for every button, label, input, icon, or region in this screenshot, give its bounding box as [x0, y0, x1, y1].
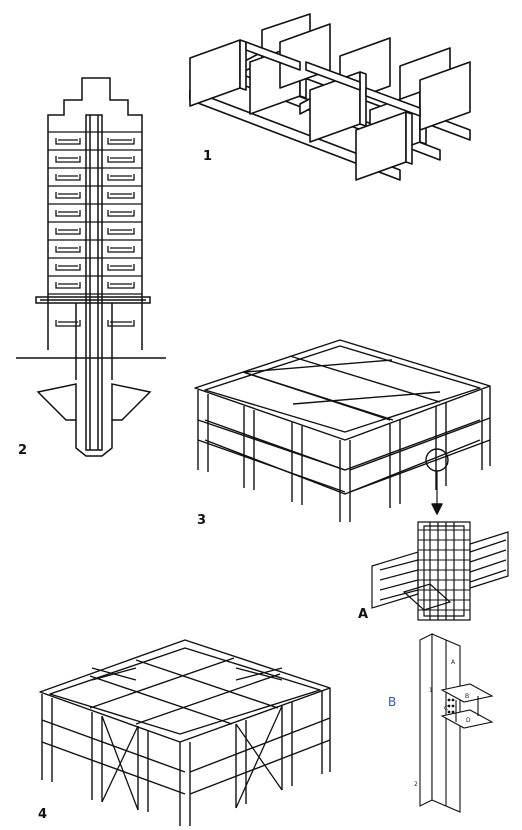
- detail-b-part-2: 2: [414, 781, 418, 788]
- detail-b-part-c: C: [444, 705, 448, 712]
- detail-b-steel-connection: [419, 633, 494, 813]
- figure-4-braced-frame: [39, 639, 331, 826]
- figure-1-cellular-wall-system: [189, 13, 471, 181]
- figure-2-label: 2: [18, 443, 27, 458]
- figure-4-label: 4: [38, 807, 47, 822]
- detail-b-part-d: D: [466, 717, 471, 724]
- detail-b-part-b: B: [465, 693, 469, 700]
- figure-3-moment-frame: [194, 339, 491, 522]
- detail-a-label: A: [358, 607, 368, 622]
- detail-a-rebar-cage: [371, 521, 509, 621]
- figure-2-tower-section: [16, 77, 166, 457]
- figure-3-label: 3: [197, 513, 206, 528]
- detail-b-part-1: 1: [429, 687, 433, 694]
- detail-b-label: B: [388, 695, 396, 709]
- detail-b-part-a: A: [451, 659, 456, 666]
- figure-1-label: 1: [203, 149, 212, 164]
